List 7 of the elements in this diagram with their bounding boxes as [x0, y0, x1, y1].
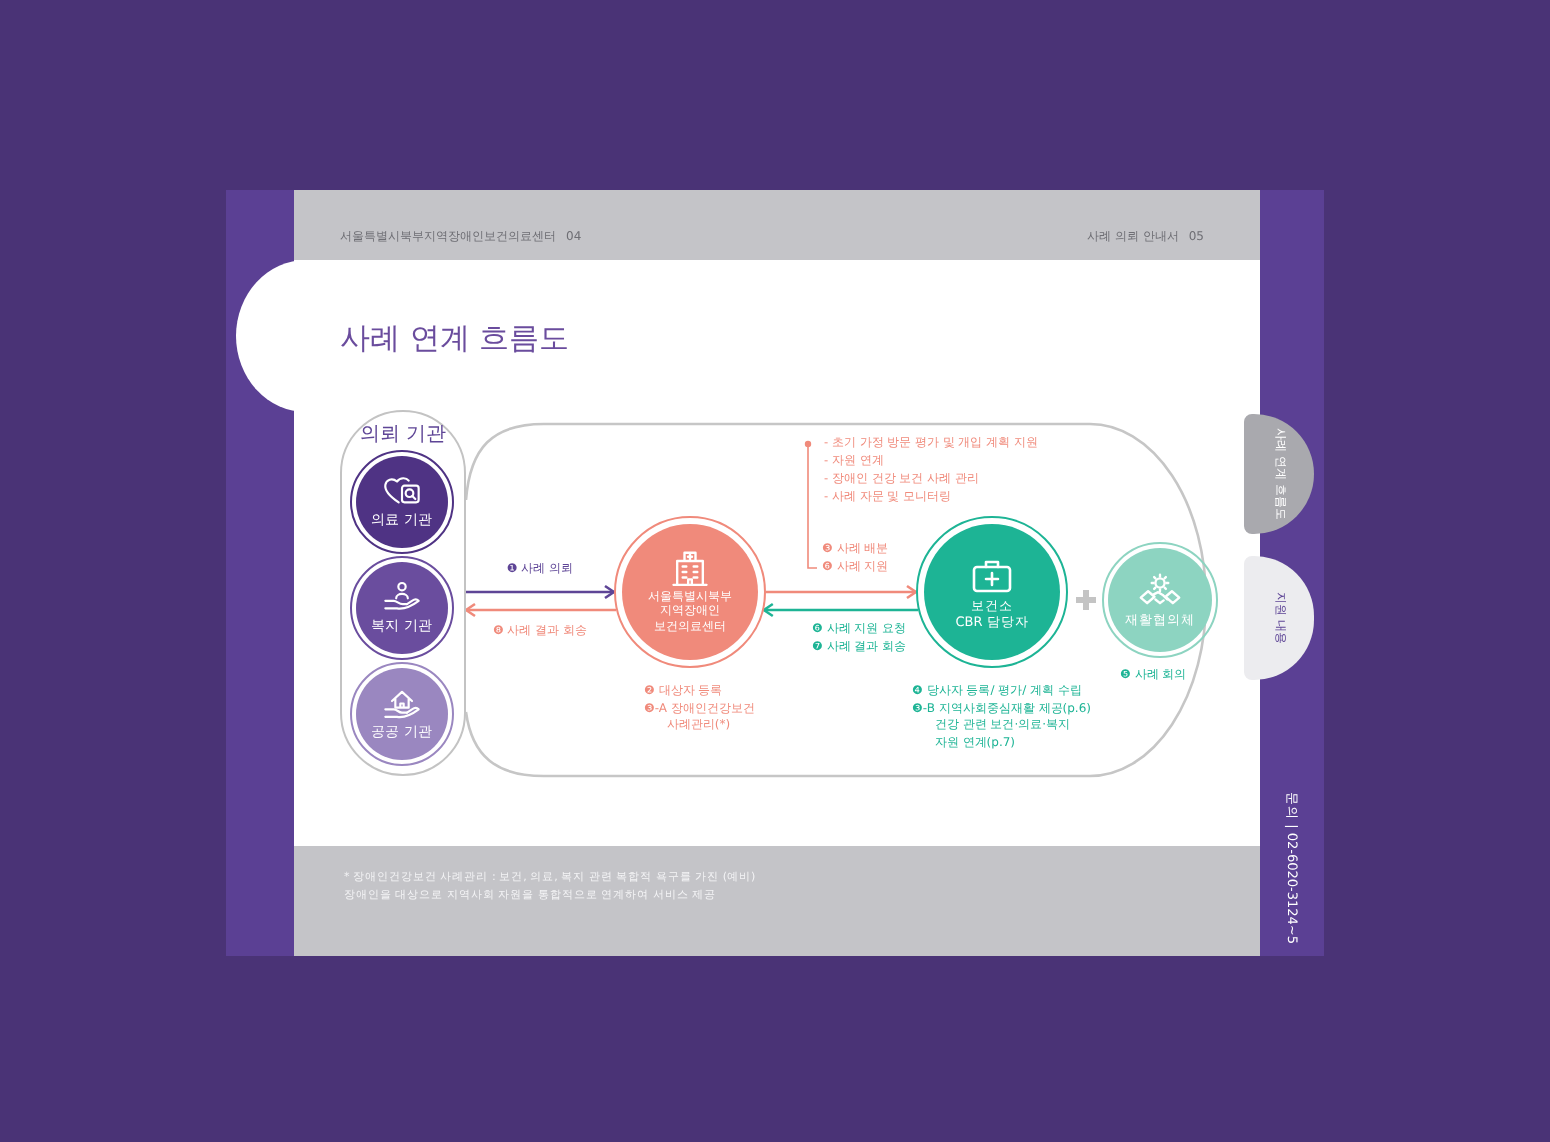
title: 사례 연계 흐름도	[340, 320, 570, 356]
arrow	[464, 602, 617, 618]
arrow	[762, 602, 919, 618]
group-box	[340, 410, 466, 776]
arrow	[466, 584, 616, 600]
arrow	[766, 584, 918, 600]
group-heading: 의뢰 기관	[359, 424, 447, 448]
